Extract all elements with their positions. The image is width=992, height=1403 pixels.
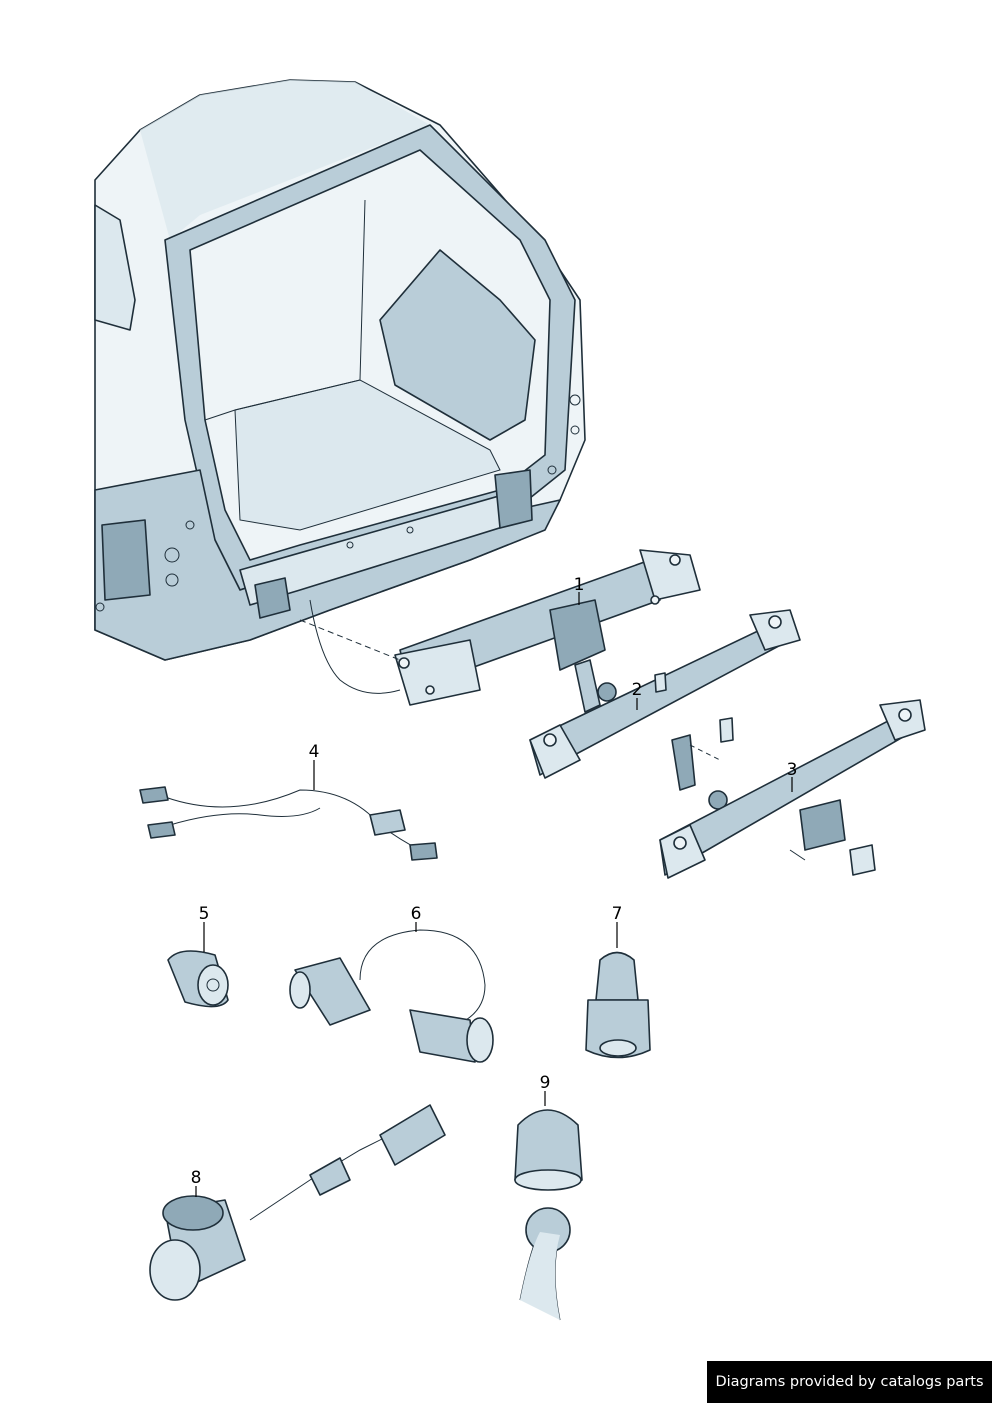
svg-text:5: 5	[199, 904, 210, 924]
callout-8: 8	[191, 1168, 202, 1197]
part-5-socket	[167, 950, 229, 1008]
part-3-receiver-cross-member	[659, 699, 926, 879]
svg-text:6: 6	[411, 904, 422, 924]
svg-text:1: 1	[574, 575, 585, 595]
vehicle-rear-body	[94, 79, 586, 661]
svg-text:3: 3	[787, 760, 798, 780]
callout-1: 1	[574, 575, 585, 605]
part-9-ball-cap	[514, 1109, 583, 1321]
part-1-tow-bar-assembly	[299, 549, 701, 717]
callout-5: 5	[199, 904, 210, 952]
callout-2: 2	[632, 680, 643, 710]
svg-text:2: 2	[632, 680, 643, 700]
callout-labels: 1 2 3 4 5 6 7 8	[191, 575, 798, 1197]
callout-6: 6	[411, 904, 422, 932]
svg-text:8: 8	[191, 1168, 202, 1188]
credit-banner: Diagrams provided by catalogs parts	[707, 1361, 992, 1403]
svg-text:9: 9	[540, 1073, 551, 1093]
callout-9: 9	[540, 1073, 551, 1106]
part-7-plug	[585, 951, 651, 1059]
part-6-adapter-cable	[289, 929, 494, 1063]
part-2-cross-member	[529, 609, 801, 810]
part-8-adapter-lead	[149, 1104, 446, 1301]
callout-7: 7	[612, 904, 623, 948]
part-4-wiring-harness	[139, 786, 438, 861]
callout-3: 3	[787, 760, 798, 792]
svg-text:7: 7	[612, 904, 623, 924]
callout-4: 4	[309, 742, 320, 790]
svg-text:4: 4	[309, 742, 320, 762]
